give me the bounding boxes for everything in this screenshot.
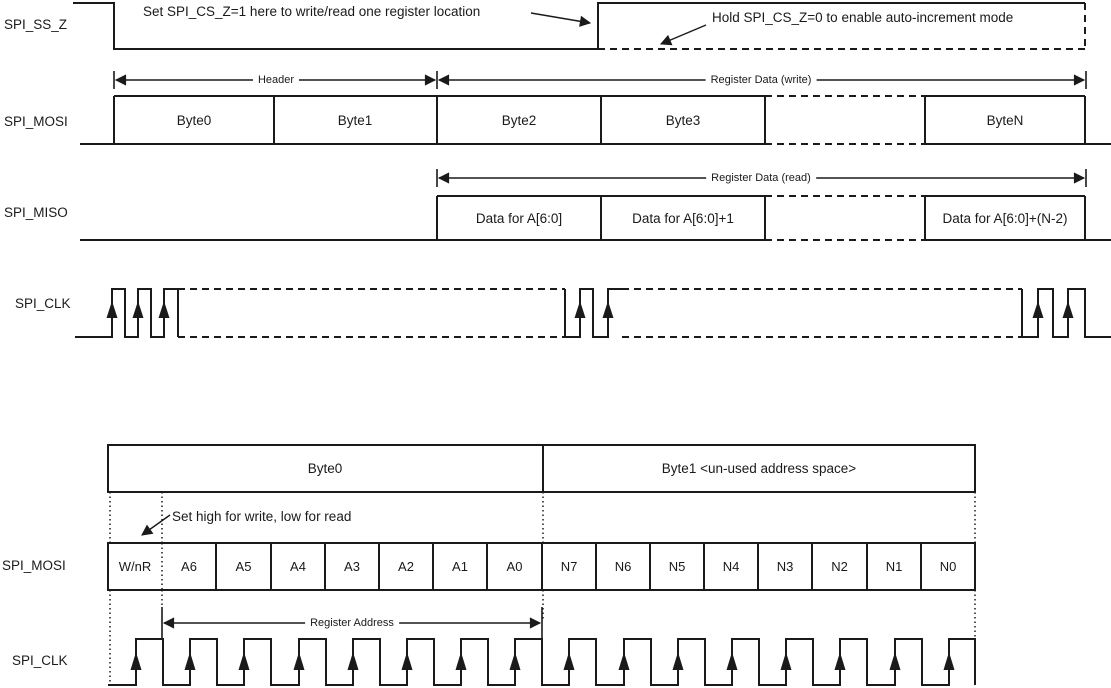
miso-data1: Data for A[6:0]+1 [632,211,734,226]
bit-cell-a6: A6 [181,559,197,574]
bit-cell-a2: A2 [398,559,414,574]
byte1-header: Byte1 <un-used address space> [661,461,857,476]
annotation-write-read-one: Set SPI_CS_Z=1 here to write/read one re… [143,4,481,19]
signal-label-clk-top: SPI_CLK [15,296,71,311]
span-label-header: Header [252,74,300,86]
mosi-byte2: Byte2 [501,113,537,128]
mosi-byten: ByteN [986,113,1024,128]
bit-cell-n6: N6 [614,559,632,574]
signal-label-mosi-bottom: SPI_MOSI [2,558,66,573]
clk-top-edge-arrows [106,301,1074,318]
signal-label-mosi: SPI_MOSI [4,114,68,129]
mosi-byte0: Byte0 [176,113,212,128]
bit-cell-n7: N7 [560,559,578,574]
clk-top-waveform [75,288,1111,338]
clk-bottom-waveform [108,638,976,686]
miso-data-boxes [80,195,1111,241]
annotation-auto-increment: Hold SPI_CS_Z=0 to enable auto-increment… [712,10,1014,25]
bit-cell-a0: A0 [506,559,523,574]
bit-cell-wnr: W/nR [118,559,152,574]
clk-bottom-edge-arrows [130,652,955,670]
bit-cell-n5: N5 [668,559,686,574]
mosi-byte3: Byte3 [665,113,701,128]
bit-cell-n2: N2 [831,559,848,574]
miso-data0: Data for A[6:0] [475,211,563,226]
annotation-arrows [141,12,707,536]
dotted-guides [109,492,976,685]
bit-cell-a1: A1 [452,559,468,574]
signal-label-ss: SPI_SS_Z [4,17,68,32]
span-label-register-address: Register Address [305,617,399,629]
span-label-reg-write: Register Data (write) [705,74,817,86]
mosi-byte1: Byte1 [337,113,373,128]
byte0-header: Byte0 [307,461,343,476]
bit-cell-a3: A3 [344,559,360,574]
bit-cell-a5: A5 [235,559,252,574]
bit-cell-n4: N4 [722,559,740,574]
bit-cell-n0: N0 [939,559,957,574]
mosi-byte-boxes [80,95,1111,145]
annotation-write-high: Set high for write, low for read [172,509,352,524]
bit-cell-n1: N1 [885,559,903,574]
bit-cell-n3: N3 [776,559,794,574]
signal-label-clk-bottom: SPI_CLK [12,653,68,668]
miso-datan: Data for A[6:0]+(N-2) [942,211,1068,226]
signal-label-miso: SPI_MISO [4,205,68,220]
span-label-reg-read: Register Data (read) [706,172,816,184]
bit-cell-a4: A4 [290,559,306,574]
ss-waveform [73,2,1086,50]
